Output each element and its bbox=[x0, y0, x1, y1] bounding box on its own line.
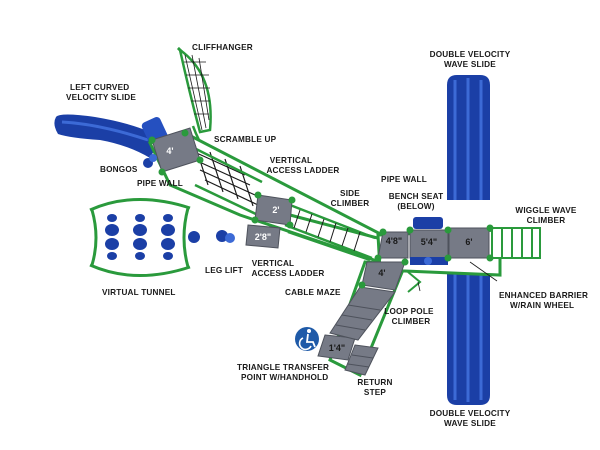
lower-ramp-steps bbox=[329, 286, 396, 341]
deck-height-label: 4'8" bbox=[386, 236, 402, 246]
bongos bbox=[143, 154, 157, 168]
deck-5ft4in: 5'4" bbox=[409, 229, 449, 259]
enhanced-barrier-rain-wheel bbox=[410, 257, 448, 265]
deck-height-label: 1'4" bbox=[329, 343, 345, 353]
deck-2ft: 2' bbox=[254, 194, 293, 226]
label-double-slide-top-line1: DOUBLE VELOCITY bbox=[430, 50, 511, 59]
deck-4ft8in: 4'8" bbox=[377, 231, 409, 259]
label-enhanced-barrier-line1: ENHANCED BARRIER bbox=[499, 291, 588, 300]
frame-posts bbox=[148, 129, 494, 289]
label-vertical-ladder-top-line2: ACCESS LADDER bbox=[266, 166, 339, 175]
deck-1ft4in: 1'4" bbox=[317, 334, 356, 361]
label-cliffhanger: CLIFFHANGER bbox=[192, 43, 253, 52]
deck-height-label: 2' bbox=[272, 205, 279, 215]
label-left-slide-line1: LEFT CURVED bbox=[70, 83, 129, 92]
deck-height-label: 4' bbox=[378, 268, 385, 278]
label-bongos: BONGOS bbox=[100, 165, 138, 174]
label-bench-seat-line1: BENCH SEAT bbox=[389, 192, 444, 201]
label-scramble-up: SCRAMBLE UP bbox=[214, 135, 277, 144]
label-side-climber-line1: SIDE bbox=[340, 189, 360, 198]
leader-lines bbox=[417, 261, 498, 292]
label-bench-seat-line2: (BELOW) bbox=[397, 202, 434, 211]
leg-lift bbox=[216, 230, 235, 243]
deck-height-label: 4' bbox=[166, 146, 173, 156]
deck-2ft8in: 2'8" bbox=[245, 224, 281, 249]
label-wiggle-wave-line1: WIGGLE WAVE bbox=[515, 206, 577, 215]
wheelchair-icon bbox=[295, 327, 319, 351]
label-vertical-ladder-bottom-line1: VERTICAL bbox=[252, 259, 295, 268]
cliffhanger bbox=[176, 46, 212, 151]
label-triangle-transfer-line1: TRIANGLE TRANSFER bbox=[237, 363, 329, 372]
label-left-slide-line2: VELOCITY SLIDE bbox=[66, 93, 136, 102]
cable-maze bbox=[287, 230, 371, 262]
bench-seat bbox=[413, 217, 443, 229]
label-pipe-wall-left: PIPE WALL bbox=[137, 179, 183, 188]
deck-height-label: 2'8" bbox=[255, 232, 271, 242]
loop-pole-climber bbox=[407, 271, 422, 293]
double-velocity-wave-slide bbox=[447, 75, 490, 405]
deck-height-label: 6' bbox=[465, 237, 472, 247]
label-virtual-tunnel: VIRTUAL TUNNEL bbox=[102, 288, 176, 297]
leg-lift-ball bbox=[188, 231, 200, 243]
label-double-slide-bottom-line2: WAVE SLIDE bbox=[444, 419, 496, 428]
wiggle-wave-climber bbox=[491, 227, 541, 259]
label-wiggle-wave-line2: CLIMBER bbox=[527, 216, 566, 225]
label-enhanced-barrier-line2: W/RAIN WHEEL bbox=[510, 301, 574, 310]
label-pipe-wall-right: PIPE WALL bbox=[381, 175, 427, 184]
deck-4ft-mid: 4' bbox=[361, 261, 406, 291]
label-side-climber-line2: CLIMBER bbox=[331, 199, 370, 208]
label-vertical-ladder-bottom-line2: ACCESS LADDER bbox=[251, 269, 324, 278]
scramble-up-net bbox=[187, 143, 263, 217]
label-double-slide-top-line2: WAVE SLIDE bbox=[444, 60, 496, 69]
label-loop-pole-line1: LOOP POLE bbox=[384, 307, 434, 316]
return-step bbox=[344, 344, 379, 376]
label-vertical-ladder-top-line1: VERTICAL bbox=[270, 156, 313, 165]
label-double-slide-bottom-line1: DOUBLE VELOCITY bbox=[430, 409, 511, 418]
side-climber bbox=[284, 203, 376, 260]
label-return-step-line2: STEP bbox=[364, 388, 387, 397]
label-cable-maze: CABLE MAZE bbox=[285, 288, 341, 297]
deck-height-label: 5'4" bbox=[421, 237, 437, 247]
label-loop-pole-line2: CLIMBER bbox=[392, 317, 431, 326]
deck-6ft: 6' bbox=[448, 227, 490, 259]
virtual-tunnel bbox=[89, 197, 191, 278]
callout-labels: CLIFFHANGER LEFT CURVED VELOCITY SLIDE S… bbox=[66, 43, 588, 428]
label-return-step-line1: RETURN bbox=[357, 378, 392, 387]
label-leg-lift: LEG LIFT bbox=[205, 266, 243, 275]
label-triangle-transfer-line2: POINT W/HANDHOLD bbox=[241, 373, 328, 382]
